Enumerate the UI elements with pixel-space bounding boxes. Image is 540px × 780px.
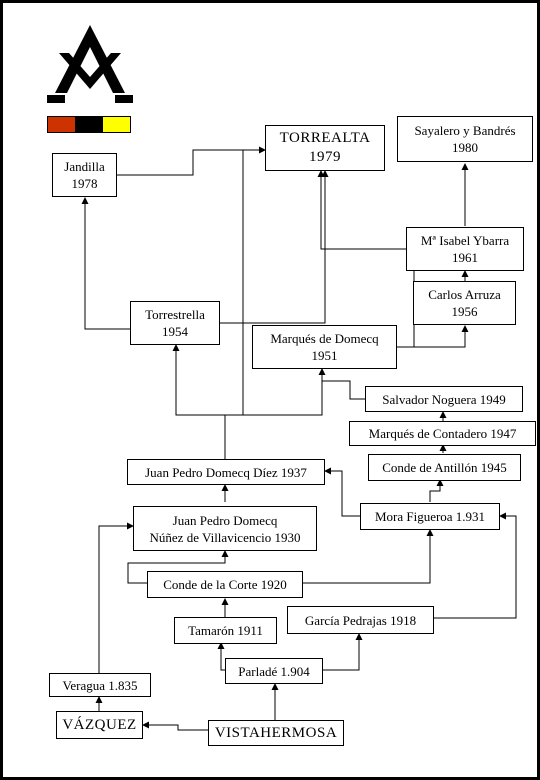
edge-pedrajas-mora <box>434 512 517 619</box>
node-year: 1951 <box>311 348 338 363</box>
flag-yellow-stripe <box>102 117 130 132</box>
node-label: Conde de Antillón 1945 <box>382 460 507 475</box>
node-label-2: Núñez de Villavicencio 1930 <box>149 529 301 545</box>
node-vistahermosa: VISTAHERMOSA <box>208 720 344 746</box>
node-garcia-pedrajas: García Pedrajas 1918 <box>287 606 434 634</box>
connector-lines <box>81 146 517 731</box>
node-tamaron: Tamarón 1911 <box>174 617 277 644</box>
color-flag <box>47 116 131 133</box>
node-label: TORREALTA <box>279 130 371 146</box>
node-year: 1956 <box>451 304 478 319</box>
node-jpd-diez: Juan Pedro Domecq Díez 1937 <box>127 459 325 485</box>
node-label: Veragua 1.835 <box>62 677 138 693</box>
node-label: García Pedrajas 1918 <box>304 612 417 628</box>
node-label: Parladé 1.904 <box>238 663 310 679</box>
node-label: Tamarón 1911 <box>188 623 263 638</box>
node-veragua: Veragua 1.835 <box>49 673 151 697</box>
node-mora-figueroa: Mora Figueroa 1.931 <box>360 503 500 530</box>
node-label: Sayalero y Bandrés <box>414 123 516 138</box>
node-arruza: Carlos Arruza 1956 <box>413 281 516 325</box>
node-sayalero: Sayalero y Bandrés 1980 <box>397 116 533 162</box>
flag-red-stripe <box>48 117 76 132</box>
node-label: Juan Pedro Domecq <box>172 512 278 528</box>
flag-black-stripe <box>75 117 103 132</box>
node-torrealta: TORREALTA 1979 <box>265 125 385 171</box>
node-year: 1980 <box>452 140 478 155</box>
edge-torrestrella-torrealta <box>220 170 329 324</box>
node-year: 1961 <box>452 250 478 265</box>
node-year: 1979 <box>309 149 341 165</box>
edge-mora-jpdd <box>324 467 360 517</box>
node-year: 1954 <box>162 324 188 339</box>
edge-torrestrella-jandilla <box>81 197 130 330</box>
edge-jpdd-torrestrella <box>172 344 225 416</box>
edge-parlade-pedrajas <box>323 633 363 671</box>
edge-jpdd-marques <box>225 368 326 416</box>
edge-parlade-tamaron <box>217 642 225 671</box>
node-label: VÁZQUEZ <box>62 716 137 733</box>
node-label: Juan Pedro Domecq Díez 1937 <box>145 464 307 480</box>
edge-jandilla-torrealta <box>117 146 266 176</box>
node-marques-domecq: Marqués de Domecq 1951 <box>252 325 397 369</box>
node-label: Conde de la Corte 1920 <box>163 577 287 592</box>
edge-mora-antillon <box>429 479 444 502</box>
node-contadero: Marqués de Contadero 1947 <box>349 421 536 446</box>
node-parlade: Parladé 1.904 <box>225 658 323 684</box>
node-label: Marqués de Domecq <box>270 331 379 346</box>
node-jandilla: Jandilla 1978 <box>52 153 117 197</box>
node-vazquez: VÁZQUEZ <box>56 711 143 739</box>
node-antillon: Conde de Antillón 1945 <box>368 454 521 481</box>
node-label: Mª Isabel Ybarra <box>420 233 510 248</box>
edge-noguera-marques <box>322 380 365 400</box>
edge-corte-jpdnv <box>127 550 229 584</box>
node-label: Torrestrella <box>145 307 205 322</box>
node-label: VISTAHERMOSA <box>214 724 338 741</box>
edge-corte-mora <box>303 529 434 584</box>
node-noguera: Salvador Noguera 1949 <box>365 386 523 412</box>
node-label: Jandilla <box>64 159 105 174</box>
node-ybarra: Mª Isabel Ybarra 1961 <box>406 227 524 271</box>
edge-veragua-jpdnv <box>98 522 134 673</box>
ganaderia-brand-icon <box>47 25 133 103</box>
node-torrestrella: Torrestrella 1954 <box>130 301 220 345</box>
edge-vistahermosa-vazquez <box>142 721 208 731</box>
node-jpd-nunez: Juan Pedro Domecq Núñez de Villavicencio… <box>133 506 317 551</box>
node-label: Mora Figueroa 1.931 <box>374 509 486 524</box>
edge-ybarra-torrealta <box>317 170 406 250</box>
edge-marques-arruza <box>397 325 469 348</box>
node-label: Salvador Noguera 1949 <box>382 391 506 407</box>
node-label: Marqués de Contadero 1947 <box>368 426 517 441</box>
node-label: Carlos Arruza <box>428 287 501 302</box>
node-conde-corte: Conde de la Corte 1920 <box>147 571 303 598</box>
node-year: 1978 <box>71 176 98 191</box>
